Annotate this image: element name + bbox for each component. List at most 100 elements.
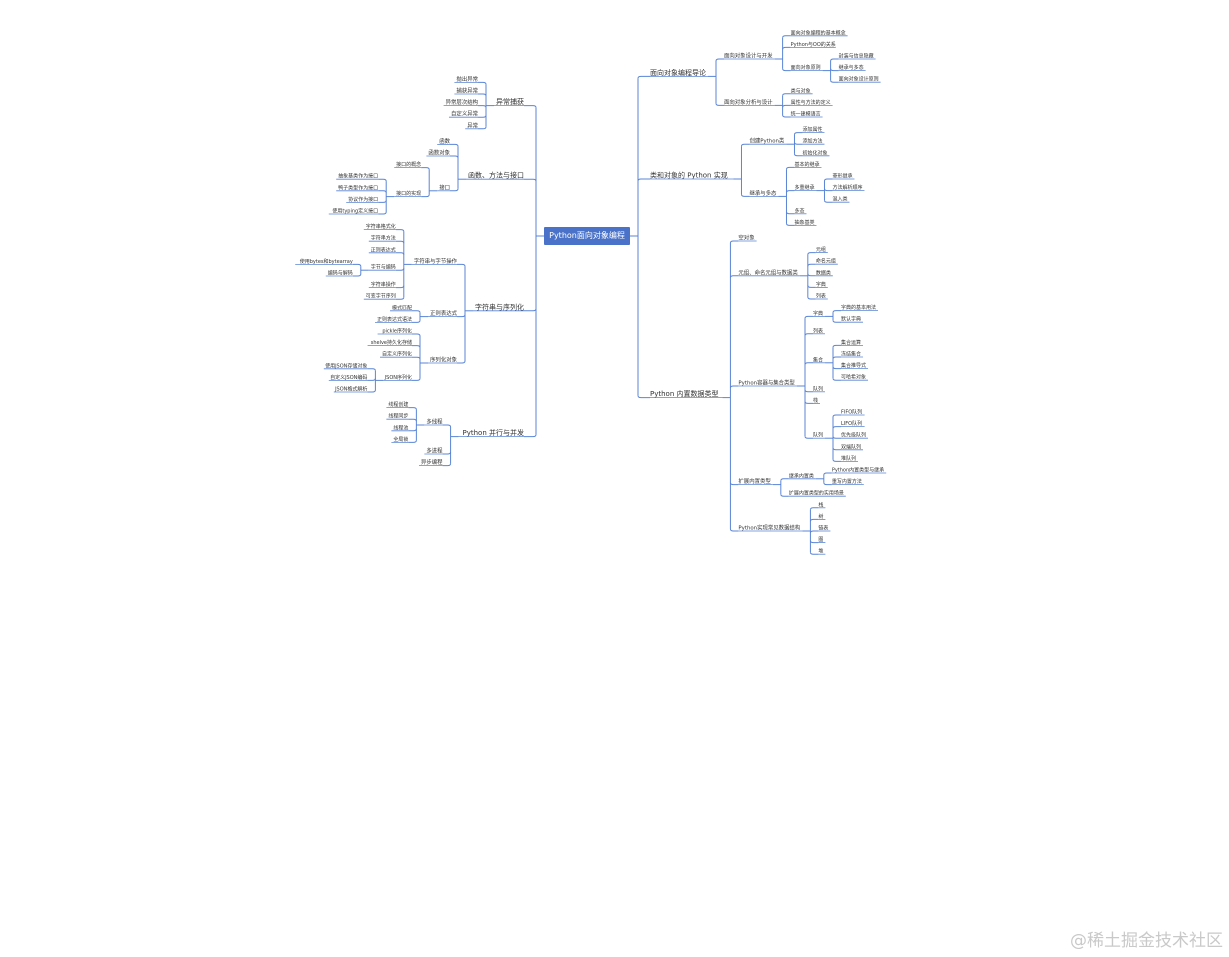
mindmap-node-d3[interactable]: 正则表达式语法 xyxy=(377,316,412,323)
mindmap-node-d3[interactable]: 线程创建 xyxy=(388,401,408,408)
mindmap-node-d3[interactable]: 属性与方法的定义 xyxy=(791,99,831,106)
mindmap-node-d4[interactable]: 冻结集合 xyxy=(841,351,861,358)
mindmap-node-d3[interactable]: 线程同步 xyxy=(388,413,408,420)
mindmap-node-d4[interactable]: JSON格式解析 xyxy=(334,386,367,393)
mindmap-node-d4[interactable]: 自定义JSON编码 xyxy=(330,374,367,381)
mindmap-node-d3[interactable]: 队列 xyxy=(813,385,823,392)
mindmap-node-d3[interactable]: pickle序列化 xyxy=(382,328,412,335)
mindmap-node-d4[interactable]: Python内置类型与继承 xyxy=(832,467,884,474)
mindmap-node-d2[interactable]: 正则表达式 xyxy=(430,309,458,317)
mindmap-node-d3[interactable]: 树 xyxy=(818,513,823,520)
mindmap-node-d4[interactable]: 优先级队列 xyxy=(841,432,866,439)
mindmap-node-d2[interactable]: 接口 xyxy=(439,183,450,191)
mindmap-node-d4[interactable]: 鸭子类型作为接口 xyxy=(338,184,378,191)
mindmap-node-d3[interactable]: 堆 xyxy=(818,548,823,555)
mindmap-node-d3[interactable]: 数据类 xyxy=(816,269,831,276)
mindmap-node-d4[interactable]: 抽象基类作为接口 xyxy=(338,173,378,180)
mindmap-node-d3[interactable]: 元组 xyxy=(816,246,826,253)
mindmap-node-d3[interactable]: 类与对象 xyxy=(791,87,811,94)
mindmap-node-d2[interactable]: 捕获异常 xyxy=(456,87,478,95)
mindmap-node-d4[interactable]: 字典的基本用法 xyxy=(841,304,876,311)
mindmap-node-d3[interactable]: 字典 xyxy=(813,310,823,317)
mindmap-node-d3[interactable]: 全局锁 xyxy=(393,436,408,443)
mindmap-node-d4[interactable]: LIFO队列 xyxy=(841,420,862,427)
mindmap-node-d3[interactable]: 扩展内置类型的实用场景 xyxy=(789,490,844,497)
mindmap-node-d2[interactable]: 面向对象设计与开发 xyxy=(724,52,773,60)
mindmap-node-d1[interactable]: 类和对象的 Python 实现 xyxy=(650,171,728,180)
mindmap-node-d1[interactable]: 异常捕获 xyxy=(496,97,524,106)
mindmap-node-d4[interactable]: 使用typing定义接口 xyxy=(332,208,378,215)
mindmap-node-d1[interactable]: Python 并行与并发 xyxy=(463,428,525,437)
mindmap-node-d2[interactable]: 扩展内置类型 xyxy=(738,477,771,485)
mindmap-node-d3[interactable]: 队列 xyxy=(813,432,823,439)
mindmap-node-d4[interactable]: 面向对象设计原则 xyxy=(839,76,879,83)
mindmap-node-d4[interactable]: 编码与解码 xyxy=(328,270,353,277)
mindmap-node-d2[interactable]: 面向对象分析与设计 xyxy=(724,98,773,106)
mindmap-node-d3[interactable]: 初始化对象 xyxy=(802,149,827,156)
mindmap-node-d4[interactable]: 使用JSON存储对象 xyxy=(325,362,367,369)
mindmap-node-d3[interactable]: 统一建模语言 xyxy=(791,111,821,118)
mindmap-node-d3[interactable]: 链表 xyxy=(818,525,828,532)
mindmap-node-d4[interactable]: 默认字典 xyxy=(841,316,861,323)
mindmap-node-d3[interactable]: 基本的继承 xyxy=(794,161,819,168)
mindmap-node-d1[interactable]: 函数、方法与接口 xyxy=(468,171,524,180)
mindmap-node-d3[interactable]: 添加方法 xyxy=(802,138,822,145)
mindmap-node-d3[interactable]: 字典 xyxy=(816,281,826,288)
mindmap-node-d3[interactable]: 栈 xyxy=(818,501,823,508)
mindmap-node-d4[interactable]: 封装与信息隐藏 xyxy=(839,53,874,60)
mindmap-node-d4[interactable]: 混入类 xyxy=(832,196,847,203)
mindmap-node-d3[interactable]: 命名元组 xyxy=(816,258,836,265)
mindmap-node-d2[interactable]: Python实现常见数据结构 xyxy=(738,524,800,532)
mindmap-node-d3[interactable]: 字符串方法 xyxy=(371,235,396,242)
mindmap-node-d3[interactable]: JSON序列化 xyxy=(384,374,412,381)
mindmap-node-d3[interactable]: 接口的概念 xyxy=(396,161,421,168)
mindmap-node-d2[interactable]: 异步编程 xyxy=(421,458,443,466)
mindmap-node-d2[interactable]: 空对象 xyxy=(738,234,755,242)
mindmap-node-d3[interactable]: 多态 xyxy=(794,207,804,214)
mindmap-node-d3[interactable]: 字符串操作 xyxy=(371,281,396,288)
mindmap-node-d2[interactable]: 继承与多态 xyxy=(749,189,777,197)
mindmap-node-d3[interactable]: shelve持久化存储 xyxy=(371,339,412,346)
mindmap-node-d2[interactable]: 抛出异常 xyxy=(456,75,478,83)
mindmap-node-d4[interactable]: 双端队列 xyxy=(841,443,861,450)
mindmap-node-d3[interactable]: 面向对象编程的基本概念 xyxy=(791,29,846,36)
mindmap-node-d3[interactable]: 多重继承 xyxy=(794,184,814,191)
mindmap-node-d4[interactable]: 协议作为接口 xyxy=(348,196,378,203)
mindmap-node-d4[interactable]: 菱形继承 xyxy=(832,173,852,180)
mindmap-node-d1[interactable]: 面向对象编程导论 xyxy=(650,68,706,77)
mindmap-node-d2[interactable]: Python容器与集合类型 xyxy=(738,379,795,387)
mindmap-node-d3[interactable]: 面向对象原则 xyxy=(791,64,821,71)
mindmap-node-d2[interactable]: 异常 xyxy=(467,121,478,129)
mindmap-node-d3[interactable]: 正则表达式 xyxy=(371,246,396,253)
mindmap-node-d2[interactable]: 多进程 xyxy=(426,447,443,455)
mindmap-node-d2[interactable]: 序列化对象 xyxy=(430,356,458,364)
mindmap-node-d2[interactable]: 函数对象 xyxy=(428,149,450,157)
mindmap-node-d3[interactable]: 列表 xyxy=(813,327,823,334)
mindmap-node-d3[interactable]: 图 xyxy=(818,537,823,543)
mindmap-node-d4[interactable]: 可哈希对象 xyxy=(841,374,866,381)
mindmap-node-d2[interactable]: 创建Python类 xyxy=(749,137,784,145)
mindmap-node-d2[interactable]: 异常层次结构 xyxy=(446,98,479,106)
mindmap-node-d3[interactable]: 接口的实现 xyxy=(396,190,421,197)
mindmap-node-d2[interactable]: 多线程 xyxy=(426,418,443,426)
mindmap-node-d3[interactable]: 模式匹配 xyxy=(392,304,412,311)
mindmap-node-d4[interactable]: FIFO队列 xyxy=(841,409,862,416)
mindmap-node-d3[interactable]: 线程池 xyxy=(393,424,408,431)
mindmap-node-d1[interactable]: 字符串与序列化 xyxy=(475,302,524,311)
mindmap-node-d2[interactable]: 元组、命名元组与数据类 xyxy=(738,268,798,276)
mindmap-node-d3[interactable]: 列表 xyxy=(816,293,826,300)
mindmap-node-d4[interactable]: 集合推导式 xyxy=(841,362,866,369)
root-node[interactable]: Python面向对象编程 xyxy=(544,227,630,245)
mindmap-node-d4[interactable]: 重写内置方法 xyxy=(832,478,862,485)
mindmap-node-d3[interactable]: 字节与编码 xyxy=(371,264,396,271)
mindmap-node-d4[interactable]: 继承与多态 xyxy=(839,64,864,71)
mindmap-node-d3[interactable]: 可变字节序列 xyxy=(366,293,396,300)
mindmap-node-d4[interactable]: 使用bytes和bytearray xyxy=(300,258,353,265)
mindmap-node-d3[interactable]: Python与OO的关系 xyxy=(791,41,836,48)
mindmap-node-d2[interactable]: 函数 xyxy=(439,137,450,145)
mindmap-node-d3[interactable]: 栈 xyxy=(813,397,818,404)
mindmap-node-d3[interactable]: 字符串格式化 xyxy=(366,223,396,230)
mindmap-node-d3[interactable]: 添加属性 xyxy=(802,126,822,133)
mindmap-node-d2[interactable]: 字符串与字节操作 xyxy=(414,257,458,265)
mindmap-node-d3[interactable]: 继承内置类 xyxy=(789,472,814,479)
